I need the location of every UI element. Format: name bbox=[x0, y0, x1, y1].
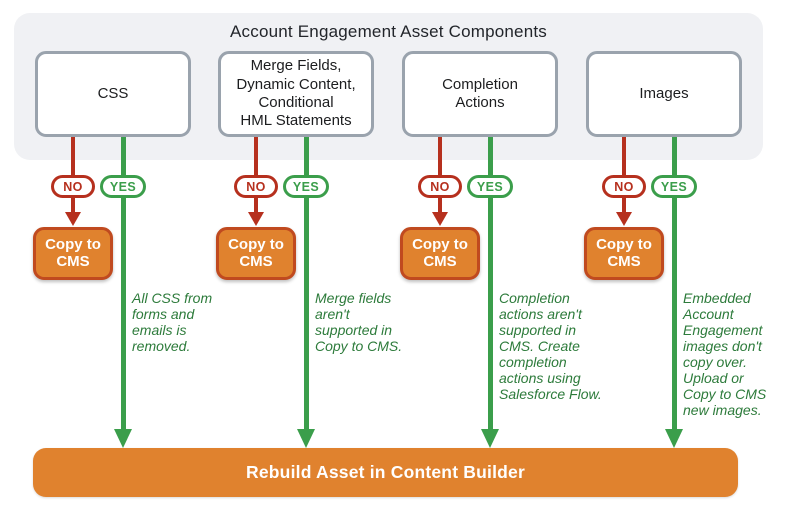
yes-arrowhead-icon bbox=[297, 429, 315, 448]
component-box-merge-fields: Merge Fields, Dynamic Content, Condition… bbox=[218, 51, 374, 137]
no-connector-line bbox=[71, 137, 75, 177]
yes-connector-line bbox=[120, 137, 126, 177]
yes-connector-line bbox=[671, 197, 677, 430]
no-arrowhead-icon bbox=[248, 212, 264, 226]
no-pill: NO bbox=[51, 175, 95, 198]
yes-pill: YES bbox=[467, 175, 513, 198]
no-connector-line bbox=[622, 197, 626, 213]
yes-connector-line bbox=[487, 137, 493, 177]
yes-pill: YES bbox=[283, 175, 329, 198]
no-arrowhead-icon bbox=[616, 212, 632, 226]
yes-arrowhead-icon bbox=[481, 429, 499, 448]
component-box-css: CSS bbox=[35, 51, 191, 137]
diagram-title: Account Engagement Asset Components bbox=[230, 22, 547, 41]
yes-connector-line bbox=[303, 197, 309, 430]
no-pill: NO bbox=[234, 175, 278, 198]
yes-connector-line bbox=[120, 197, 126, 430]
no-connector-line bbox=[438, 137, 442, 177]
yes-connector-line bbox=[671, 137, 677, 177]
rebuild-asset-bar: Rebuild Asset in Content Builder bbox=[33, 448, 738, 497]
yes-arrowhead-icon bbox=[665, 429, 683, 448]
rebuild-asset-label: Rebuild Asset in Content Builder bbox=[246, 462, 525, 482]
no-pill: NO bbox=[602, 175, 646, 198]
copy-to-cms-box: Copy to CMS bbox=[216, 227, 296, 280]
no-connector-line bbox=[71, 197, 75, 213]
note-text: All CSS from forms and emails is removed… bbox=[132, 290, 213, 354]
no-arrowhead-icon bbox=[432, 212, 448, 226]
yes-pill: YES bbox=[100, 175, 146, 198]
note-text: Merge fields aren't supported in Copy to… bbox=[315, 290, 403, 354]
copy-to-cms-box: Copy to CMS bbox=[400, 227, 480, 280]
yes-connector-line bbox=[487, 197, 493, 430]
copy-to-cms-box: Copy to CMS bbox=[584, 227, 664, 280]
component-box-images: Images bbox=[586, 51, 742, 137]
note-text: Completion actions aren't supported in C… bbox=[499, 290, 602, 402]
no-connector-line bbox=[622, 137, 626, 177]
no-connector-line bbox=[438, 197, 442, 213]
copy-to-cms-box: Copy to CMS bbox=[33, 227, 113, 280]
component-box-completion-actions: Completion Actions bbox=[402, 51, 558, 137]
no-pill: NO bbox=[418, 175, 462, 198]
no-arrowhead-icon bbox=[65, 212, 81, 226]
yes-arrowhead-icon bbox=[114, 429, 132, 448]
yes-pill: YES bbox=[651, 175, 697, 198]
no-connector-line bbox=[254, 197, 258, 213]
yes-connector-line bbox=[303, 137, 309, 177]
no-connector-line bbox=[254, 137, 258, 177]
note-text: Embedded Account Engagement images don't… bbox=[683, 290, 767, 418]
